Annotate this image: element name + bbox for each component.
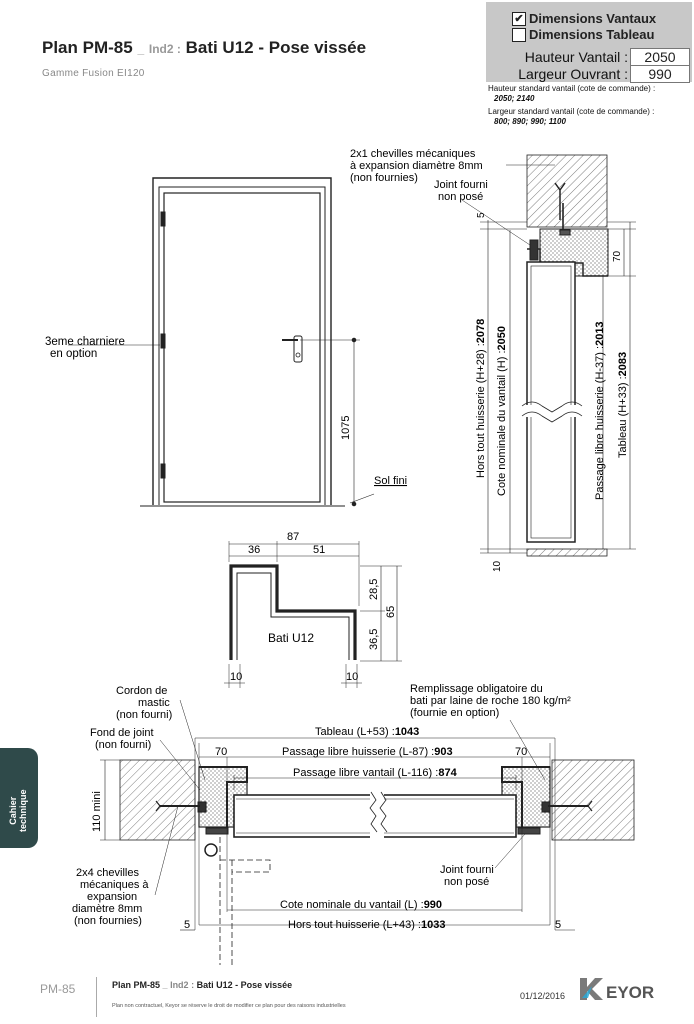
v-hors-tout: Hors tout huisserie (H+28) :2078 <box>475 319 487 478</box>
h-tableau: Tableau (L+53) :1043 <box>315 726 419 738</box>
footer-date: 01/12/2016 <box>520 991 566 1001</box>
h-chevilles-5: (non fournies) <box>74 915 142 927</box>
profile-name: Bati U12 <box>268 631 314 645</box>
technical-drawing: 3eme charniere en option 1075 Sol fini 2… <box>45 148 636 965</box>
h-chevilles-3: expansion <box>87 891 137 903</box>
p-dim-36: 36 <box>248 544 260 556</box>
v-tableau: Tableau (H+33) :2083 <box>617 352 629 458</box>
hinge-bottom <box>160 463 166 479</box>
p-dim-51: 51 <box>313 544 325 556</box>
p-dim-65: 65 <box>385 606 397 618</box>
handle-plate <box>293 335 303 363</box>
h-dim-70-left: 70 <box>215 746 227 758</box>
v-joint-2: non posé <box>438 191 483 203</box>
h-joint-1: Joint fourni <box>440 864 494 876</box>
hauteur-field[interactable]: 2050 <box>630 48 690 66</box>
h-remplissage-2: bati par laine de roche 180 kg/m² <box>410 695 571 707</box>
hinge-top <box>160 211 166 227</box>
footer-title: Plan PM-85 _ Ind2 : Bati U12 - Pose viss… <box>112 980 293 990</box>
footer-code: PM-85 <box>40 982 76 996</box>
option-vantaux-label: Dimensions Vantaux <box>529 11 657 26</box>
p-dim-87: 87 <box>287 531 299 543</box>
horizontal-section <box>100 699 635 965</box>
h-chevilles-2: mécaniques à <box>80 879 149 891</box>
h-cordon-2: mastic <box>138 697 170 709</box>
dimensions-panel: ✔ Dimensions Vantaux Dimensions Tableau … <box>486 2 692 83</box>
v-dim-10: 10 <box>492 560 503 572</box>
page-subtitle: Gamme Fusion EI120 <box>42 68 145 79</box>
p-dim-28-5: 28,5 <box>368 579 380 600</box>
h-fond-2: (non fourni) <box>95 739 151 751</box>
v-dim-5: 5 <box>476 212 487 218</box>
v-chevilles-1: 2x1 chevilles mécaniques <box>350 148 476 160</box>
v-cote-nominale: Cote nominale du vantail (H) :2050 <box>496 326 508 496</box>
h-dim-5-left: 5 <box>184 919 190 931</box>
v-chevilles-3: (non fournies) <box>350 172 418 184</box>
h-fond-1: Fond de joint <box>90 727 154 739</box>
v-dim-70: 70 <box>612 250 623 262</box>
largeur-label: Largeur Ouvrant : <box>518 66 628 82</box>
footer-note: Plan non contractuel, Keyor se réserve l… <box>112 1003 346 1009</box>
option-tableau-label: Dimensions Tableau <box>529 27 655 42</box>
h-chevilles-1: 2x4 chevilles <box>76 867 139 879</box>
std-hauteur-label: Hauteur standard vantail (cote de comman… <box>488 84 656 93</box>
h-joint-2: non posé <box>444 876 489 888</box>
v-passage: Passage libre huisserie (H-37) :2013 <box>594 321 606 500</box>
vertical-section <box>461 154 636 557</box>
logo-text: EYOR <box>606 983 654 1002</box>
p-dim-10-a: 10 <box>230 671 242 683</box>
h-dim-70-right: 70 <box>515 746 527 758</box>
charniere-label-1: 3eme charniere <box>45 336 125 348</box>
hauteur-label: Hauteur Vantail : <box>524 49 628 65</box>
page-title: Plan PM-85 _ Ind2 : Bati U12 - Pose viss… <box>42 38 367 57</box>
bati-profile <box>224 541 402 688</box>
h-dim-5-right: 5 <box>555 919 561 931</box>
v-joint-1: Joint fourni <box>434 179 488 191</box>
p-dim-36-5: 36,5 <box>368 629 380 650</box>
largeur-field[interactable]: 990 <box>630 65 690 83</box>
checkbox-tableau[interactable] <box>512 28 526 42</box>
footer-divider <box>96 977 97 1017</box>
h-cordon-3: (non fourni) <box>116 709 172 721</box>
std-largeur-values: 800; 890; 990; 1100 <box>494 117 566 126</box>
h-cordon-1: Cordon de <box>116 685 167 697</box>
hinge-middle <box>160 333 166 349</box>
h-dim-110: 110 mini <box>91 791 103 832</box>
std-hauteur-values: 2050; 2140 <box>494 94 535 103</box>
sol-fini-label: Sol fini <box>374 475 407 487</box>
door-elevation <box>68 177 375 507</box>
h-passage-huisserie: Passage libre huisserie (L-87) :903 <box>282 746 453 758</box>
h-remplissage-3: (fournie en option) <box>410 707 499 719</box>
h-remplissage-1: Remplissage obligatoire du <box>410 683 543 695</box>
charniere-label-2: en option <box>50 348 97 360</box>
dim-1075: 1075 <box>340 416 352 440</box>
checkbox-vantaux[interactable]: ✔ <box>512 12 526 26</box>
keyor-logo: EYOR <box>580 978 654 1002</box>
std-largeur-label: Largeur standard vantail (cote de comman… <box>488 107 655 116</box>
p-dim-10-b: 10 <box>346 671 358 683</box>
h-chevilles-4: diamètre 8mm <box>72 903 142 915</box>
h-passage-vantail: Passage libre vantail (L-116) :874 <box>293 767 458 779</box>
h-cote-nominale: Cote nominale du vantail (L) :990 <box>280 899 442 911</box>
v-chevilles-2: à expansion diamètre 8mm <box>350 160 483 172</box>
h-hors-tout: Hors tout huisserie (L+43) :1033 <box>288 919 445 931</box>
